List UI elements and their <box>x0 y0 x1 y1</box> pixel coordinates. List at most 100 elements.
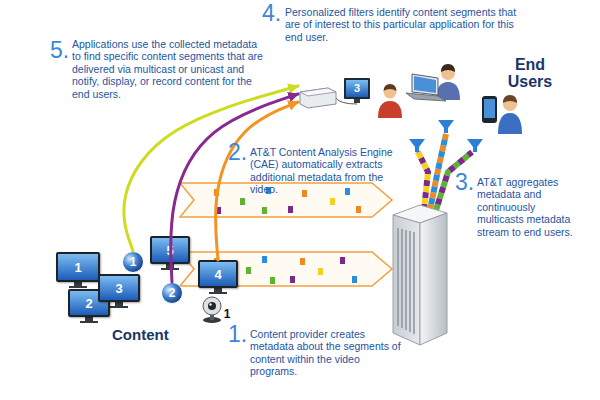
node-number: 2 <box>85 296 92 311</box>
monitor-stand <box>85 317 93 321</box>
webcam-node: 1 <box>200 294 236 324</box>
antenna-symbol <box>467 139 483 152</box>
server-slot <box>397 228 399 326</box>
end-user-laptop <box>406 64 460 101</box>
server-tower <box>393 205 447 345</box>
band-outline <box>180 183 392 217</box>
webcam-body <box>203 297 221 315</box>
step-number: 4. <box>262 1 281 25</box>
laptop-screen <box>412 74 438 95</box>
person-hair <box>384 84 397 91</box>
content-monitor: 1 <box>56 252 100 282</box>
content-monitor: 3 <box>98 274 140 302</box>
person-body <box>378 101 402 118</box>
data-dash <box>290 276 295 283</box>
server-slot <box>405 230 407 330</box>
tv-stand <box>354 99 360 103</box>
content-monitor: 4 <box>198 260 238 288</box>
node-number: 3 <box>115 281 122 296</box>
data-dash <box>345 188 350 195</box>
node-number: 1 <box>74 260 81 275</box>
tv-frame <box>344 78 370 99</box>
data-dash <box>356 206 361 213</box>
end-user-phone <box>482 95 522 134</box>
step-number: 3. <box>455 170 474 194</box>
step-text: AT&T aggregates metadata and continuousl… <box>477 176 582 238</box>
monitor-stand <box>214 288 222 292</box>
server-slot <box>413 232 415 334</box>
step-text: AT&T Content Analysis Engine (CAE) autom… <box>250 146 405 196</box>
step-number: 5. <box>50 38 69 62</box>
person-body <box>498 113 522 134</box>
webcam-icon <box>203 297 221 323</box>
monitor-stand <box>110 306 128 308</box>
web-globe: 1 <box>122 251 144 273</box>
content-monitor: 5 <box>150 236 190 264</box>
phone-body <box>482 96 497 123</box>
monitor-stand <box>209 292 227 294</box>
step-number: 2. <box>228 140 247 164</box>
node-number: 4 <box>214 267 221 282</box>
step-text: Content provider creates metadata about … <box>250 328 405 378</box>
node-number: 3 <box>346 80 368 97</box>
server-slot <box>401 229 403 328</box>
metadata-band <box>180 183 392 217</box>
webcam-lens <box>208 302 216 310</box>
web-globe: 2 <box>161 282 183 304</box>
set-top-box-body <box>300 88 336 108</box>
step-number: 1. <box>228 322 247 346</box>
data-dash <box>262 256 267 263</box>
stream-dash <box>418 152 428 210</box>
group-heading: End Users <box>498 56 562 90</box>
data-dash <box>340 257 345 264</box>
data-dash <box>262 207 267 214</box>
data-dash <box>288 206 293 213</box>
antenna-symbol <box>438 120 454 133</box>
laptop-keyboard <box>406 93 446 101</box>
group-heading: Content <box>112 326 169 343</box>
person-hair <box>441 64 455 72</box>
server-side <box>420 213 447 345</box>
data-dash <box>352 276 357 283</box>
data-dash <box>300 258 305 265</box>
monitor-stand <box>80 321 98 323</box>
node-number: 1 <box>130 255 137 269</box>
globe-shape <box>123 252 144 273</box>
laptop-display <box>414 76 436 93</box>
set-top-box-node: 3 <box>298 72 374 112</box>
node-number: 1 <box>220 306 234 322</box>
monitor-stand <box>69 286 87 288</box>
stream-dash <box>418 152 428 210</box>
server-slot <box>409 231 411 332</box>
multicast-stream <box>409 120 483 210</box>
data-dash <box>330 198 335 205</box>
phone-screen <box>484 99 495 118</box>
data-dash <box>246 267 251 274</box>
data-dash <box>318 268 323 275</box>
flow-arrow <box>171 94 298 282</box>
set-top-box-top <box>300 88 336 96</box>
data-dash <box>302 190 307 197</box>
data-dash <box>214 189 219 196</box>
node-number: 2 <box>169 286 176 300</box>
data-dash <box>240 198 245 205</box>
step-text: Applications use the collected metadata … <box>72 38 267 100</box>
set-top-box <box>300 78 370 108</box>
webcam-glint <box>209 303 211 305</box>
end-user-tv-viewer <box>378 84 402 118</box>
data-dash <box>216 207 221 214</box>
antenna-symbol <box>409 139 425 152</box>
node-number: 5 <box>166 243 173 258</box>
monitor-stand <box>166 264 174 268</box>
monitor-stand <box>161 268 179 270</box>
globe-shape <box>162 283 183 304</box>
person-hair <box>503 95 517 103</box>
tv-screen <box>346 80 368 97</box>
server-front <box>393 215 420 345</box>
monitor-stand <box>74 282 82 286</box>
monitor-stand <box>115 302 123 306</box>
data-dash <box>270 277 275 284</box>
step-text: Personalized filters identify content se… <box>285 6 517 43</box>
